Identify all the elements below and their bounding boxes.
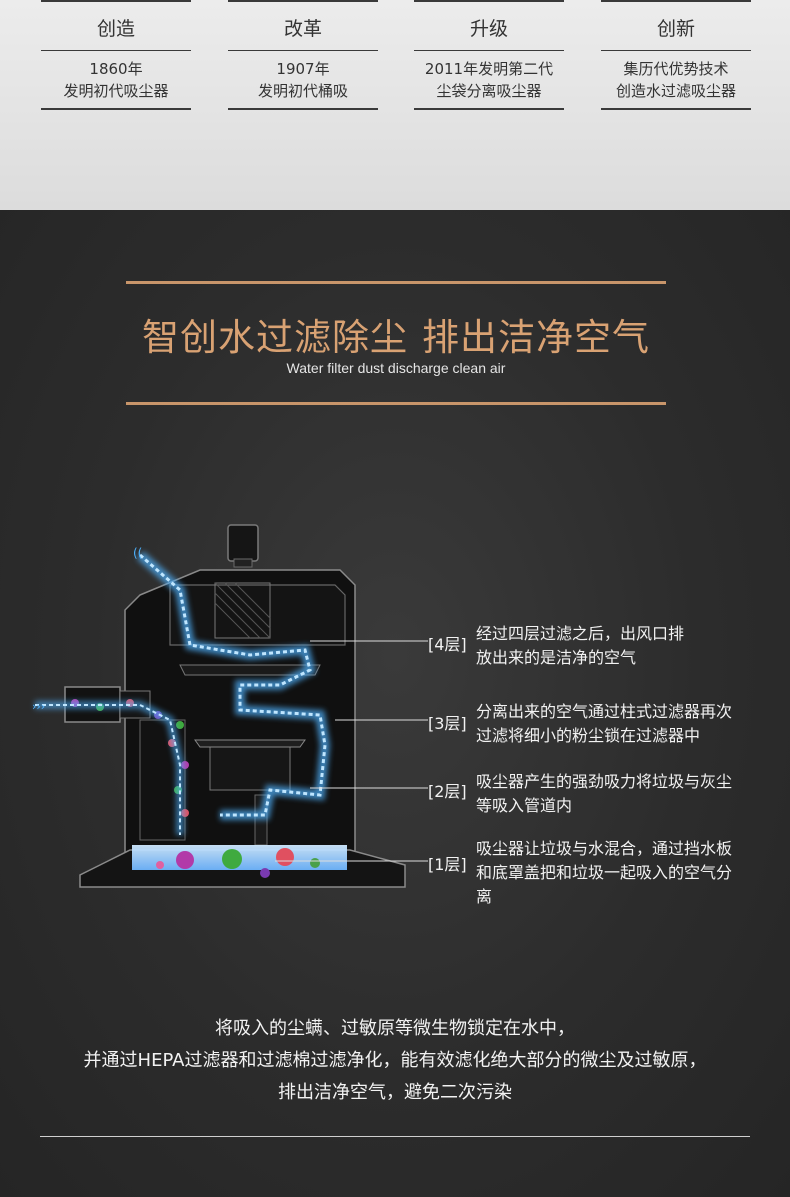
layer-desc-line: 和底罩盖把和垃圾一起吸入的空气分: [476, 863, 733, 882]
headline-part2: 排出洁净空气: [422, 316, 650, 359]
layer-label-4: [4层]: [428, 635, 467, 654]
headline-subtitle: Water filter dust discharge clean air: [286, 360, 506, 376]
layer-desc-line: 放出来的是洁净的空气: [476, 648, 637, 667]
divider: [601, 108, 751, 110]
divider: [414, 108, 564, 110]
layer-label-2: [2层]: [428, 782, 467, 801]
history-desc: 2011年发明第二代 尘袋分离吸尘器: [408, 58, 570, 102]
headline-rule-top: [126, 281, 666, 284]
history-desc-line: 创造水过滤吸尘器: [615, 82, 736, 100]
summary-line-1: 将吸入的尘螨、过敏原等微生物锁定在水中，: [215, 1018, 575, 1039]
history-desc-line: 1860年: [89, 60, 143, 78]
divider: [41, 50, 191, 51]
headline-part1: 智创水过滤除尘: [142, 316, 408, 359]
history-desc-line: 尘袋分离吸尘器: [436, 82, 542, 100]
layer-desc-line: 分离出来的空气通过柱式过滤器再次: [476, 702, 733, 721]
footer-divider: [40, 1136, 750, 1137]
layer-desc-line: 等吸入管道内: [476, 796, 573, 815]
history-desc-line: 2011年发明第二代: [424, 60, 554, 78]
layer-desc-2: 吸尘器产生的强劲吸力将垃圾与灰尘 等吸入管道内: [476, 770, 758, 818]
history-title: 升级: [469, 18, 508, 40]
history-desc-line: 发明初代桶吸: [257, 82, 348, 100]
layer-desc-4: 经过四层过滤之后，出风口排 放出来的是洁净的空气: [476, 622, 758, 670]
divider: [228, 0, 378, 2]
divider: [41, 0, 191, 2]
divider: [414, 0, 564, 2]
layer-desc-3: 分离出来的空气通过柱式过滤器再次 过滤将细小的粉尘锁在过滤器中: [476, 700, 758, 748]
layer-desc-line: 吸尘器产生的强劲吸力将垃圾与灰尘: [476, 772, 733, 791]
divider: [228, 50, 378, 51]
history-section: 创造 1860年 发明初代吸尘器 改革 1907年 发明初代桶吸 升级 2011…: [0, 0, 790, 210]
history-desc: 1907年 发明初代桶吸: [222, 58, 384, 102]
layer-desc-line: 离: [476, 887, 493, 906]
history-title: 改革: [283, 18, 322, 40]
summary-line-2: 并通过HEPA过滤器和过滤棉过滤净化，能有效滤化绝大部分的微尘及过敏原，: [83, 1050, 707, 1071]
divider: [41, 108, 191, 110]
headline: 智创水过滤除尘排出洁净空气: [126, 307, 666, 361]
divider: [601, 50, 751, 51]
vacuum-cross-section-illustration: ››› ((: [32, 524, 428, 888]
svg-text:((: ((: [133, 546, 142, 560]
divider: [414, 50, 564, 51]
history-desc-line: 发明初代吸尘器: [63, 82, 169, 100]
history-desc-line: 集历代优势技术: [623, 60, 729, 78]
divider: [228, 108, 378, 110]
divider: [601, 0, 751, 2]
headline-rule-bottom: [126, 402, 666, 405]
svg-text:›››: ›››: [32, 700, 45, 713]
history-title: 创造: [96, 18, 135, 40]
history-desc-line: 1907年: [276, 60, 330, 78]
layer-desc-line: 吸尘器让垃圾与水混合，通过挡水板: [476, 839, 733, 858]
history-title: 创新: [656, 18, 695, 40]
layer-desc-line: 过滤将细小的粉尘锁在过滤器中: [476, 726, 701, 745]
layer-desc-1: 吸尘器让垃圾与水混合，通过挡水板 和底罩盖把和垃圾一起吸入的空气分 离: [476, 837, 758, 909]
summary-line-3: 排出洁净空气，避免二次污染: [278, 1082, 512, 1103]
layer-desc-line: 经过四层过滤之后，出风口排: [476, 624, 685, 643]
layer-label-3: [3层]: [428, 714, 467, 733]
history-desc: 集历代优势技术 创造水过滤吸尘器: [595, 58, 757, 102]
layer-label-1: [1层]: [428, 855, 467, 874]
history-desc: 1860年 发明初代吸尘器: [35, 58, 197, 102]
